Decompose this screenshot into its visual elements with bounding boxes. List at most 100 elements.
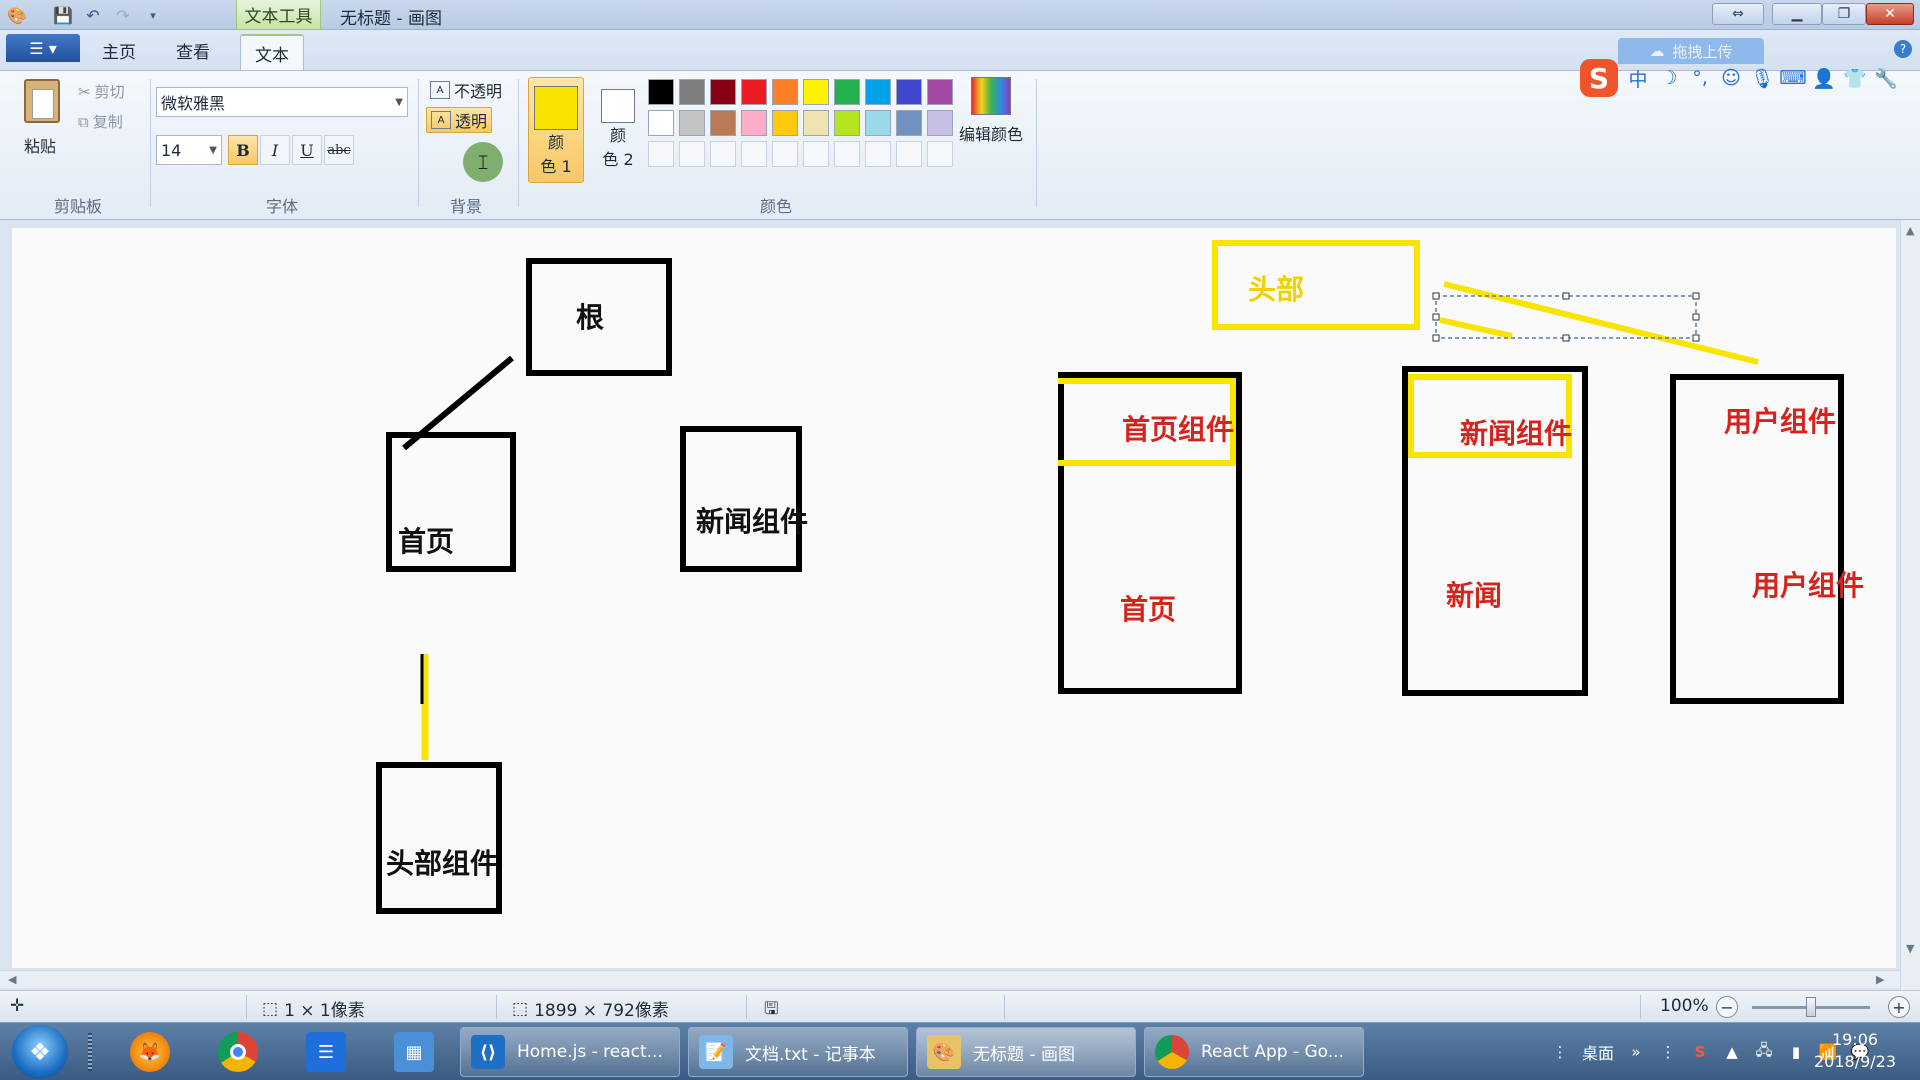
- task-notepad[interactable]: 📝 文档.txt - 记事本: [688, 1027, 908, 1077]
- palette-swatch[interactable]: [648, 110, 674, 136]
- palette-swatch[interactable]: [865, 79, 891, 105]
- color-2-button[interactable]: 颜 色 2: [590, 77, 646, 183]
- paint-app-icon[interactable]: 🎨: [7, 5, 27, 25]
- user-icon[interactable]: 👤: [1812, 67, 1836, 90]
- palette-swatch[interactable]: [803, 79, 829, 105]
- copy-button[interactable]: ⧉ 复制: [78, 111, 123, 132]
- firefox-pin[interactable]: 🦊: [120, 1029, 180, 1075]
- palette-swatch[interactable]: [741, 79, 767, 105]
- palette-swatch[interactable]: [865, 110, 891, 136]
- redo-icon[interactable]: ↷: [116, 5, 130, 25]
- bold-button[interactable]: B: [228, 135, 258, 165]
- network-icon[interactable]: 🖧: [1755, 1040, 1773, 1059]
- shirt-icon[interactable]: 👕: [1843, 67, 1867, 90]
- palette-swatch[interactable]: [896, 110, 922, 136]
- horizontal-scrollbar[interactable]: ◀ ▶: [0, 970, 1900, 988]
- chevron-right-icon[interactable]: »: [1631, 1043, 1641, 1061]
- tab-home[interactable]: 主页: [102, 42, 136, 63]
- desktop-toolbar-label[interactable]: 桌面: [1582, 1044, 1615, 1063]
- drawing-canvas[interactable]: 根 首页 新闻组件 头部组件 头部 首页组件 首页 新闻组件 新闻 用户组件 用…: [12, 228, 1896, 968]
- explorer-pin[interactable]: ▦: [384, 1029, 444, 1075]
- palette-swatch[interactable]: [772, 79, 798, 105]
- punctuation-icon[interactable]: °,: [1692, 67, 1708, 89]
- custom-color-slot[interactable]: [648, 141, 674, 167]
- palette-swatch[interactable]: [834, 79, 860, 105]
- scroll-down-icon[interactable]: ▼: [1906, 942, 1915, 955]
- minimize-button[interactable]: ▁: [1772, 3, 1822, 25]
- edit-colors-button[interactable]: 编辑颜色: [954, 77, 1028, 145]
- custom-color-slot[interactable]: [710, 141, 736, 167]
- palette-swatch[interactable]: [896, 79, 922, 105]
- start-button[interactable]: ❖: [12, 1025, 68, 1079]
- palette-swatch[interactable]: [927, 79, 953, 105]
- scroll-left-icon[interactable]: ◀: [8, 973, 17, 986]
- wifi-icon[interactable]: 📶: [1818, 1043, 1838, 1061]
- paint-menu-button[interactable]: ☰ ▾: [6, 34, 80, 62]
- maximize-button[interactable]: ❐: [1822, 3, 1866, 25]
- tab-view[interactable]: 查看: [176, 42, 210, 63]
- scroll-up-icon[interactable]: ▲: [1906, 224, 1915, 237]
- close-button[interactable]: ✕: [1866, 3, 1914, 25]
- underline-button[interactable]: U: [292, 135, 322, 165]
- cut-button[interactable]: ✂ 剪切: [78, 81, 125, 102]
- moon-icon[interactable]: ☽: [1660, 67, 1678, 89]
- restore-layout-button[interactable]: ⇔: [1712, 3, 1764, 25]
- palette-swatch[interactable]: [710, 110, 736, 136]
- clock[interactable]: 19:06 2018/9/23: [1800, 1029, 1910, 1073]
- custom-color-slot[interactable]: [927, 141, 953, 167]
- user-component-label: 用户组件: [1724, 405, 1837, 438]
- undo-icon[interactable]: ↶: [86, 5, 100, 25]
- microphone-icon[interactable]: 🎙: [1749, 67, 1775, 90]
- color-2-swatch: [601, 89, 635, 123]
- task-vscode[interactable]: ⟨⟩ Home.js - react...: [460, 1027, 680, 1077]
- custom-color-slot[interactable]: [896, 141, 922, 167]
- sogou-logo-icon[interactable]: S: [1580, 59, 1618, 97]
- strikethrough-button[interactable]: abc: [324, 135, 354, 165]
- task-chrome[interactable]: React App - Go...: [1144, 1027, 1364, 1077]
- palette-swatch[interactable]: [741, 110, 767, 136]
- palette-swatch[interactable]: [648, 79, 674, 105]
- chrome-pin[interactable]: [208, 1029, 268, 1075]
- custom-color-slot[interactable]: [679, 141, 705, 167]
- opaque-button[interactable]: A 不透明: [426, 77, 506, 103]
- battery-icon[interactable]: ▮: [1791, 1043, 1801, 1061]
- help-icon[interactable]: ?: [1894, 40, 1912, 58]
- chinese-mode-icon[interactable]: 中: [1628, 68, 1648, 91]
- custom-color-slot[interactable]: [834, 141, 860, 167]
- palette-swatch[interactable]: [679, 79, 705, 105]
- palette-swatch[interactable]: [710, 79, 736, 105]
- transparent-button[interactable]: A 透明: [426, 107, 493, 133]
- emoji-icon[interactable]: ☺: [1721, 67, 1741, 89]
- color-1-button[interactable]: 颜 色 1: [528, 77, 584, 183]
- wrench-icon[interactable]: 🔧: [1874, 67, 1898, 90]
- chat-icon[interactable]: 💬: [1850, 1043, 1870, 1061]
- custom-color-slot[interactable]: [803, 141, 829, 167]
- zoom-out-icon[interactable]: −: [1716, 996, 1738, 1018]
- palette-swatch[interactable]: [834, 110, 860, 136]
- customize-quick-access-icon[interactable]: ▾: [150, 8, 156, 22]
- paste-button[interactable]: [18, 79, 66, 141]
- zoom-slider-thumb[interactable]: [1806, 997, 1816, 1017]
- app-pin[interactable]: ☰: [296, 1029, 356, 1075]
- task-paint[interactable]: 🎨 无标题 - 画图: [916, 1027, 1136, 1077]
- sogou-tray-icon[interactable]: S: [1694, 1043, 1706, 1061]
- keyboard-icon[interactable]: ⌨: [1779, 67, 1807, 89]
- italic-button[interactable]: I: [260, 135, 290, 165]
- palette-swatch[interactable]: [772, 110, 798, 136]
- drag-upload-button[interactable]: ☁ 拖拽上传: [1618, 38, 1764, 64]
- palette-swatch[interactable]: [927, 110, 953, 136]
- font-size-select[interactable]: 14 ▼: [156, 135, 222, 165]
- custom-color-slot[interactable]: [741, 141, 767, 167]
- font-family-select[interactable]: 微软雅黑 ▼: [156, 87, 408, 117]
- palette-swatch[interactable]: [679, 110, 705, 136]
- scroll-right-icon[interactable]: ▶: [1876, 973, 1885, 986]
- tab-text[interactable]: 文本: [240, 34, 304, 71]
- taskbar: ❖ 🦊 ☰ ▦ ⟨⟩ Home.js - react... 📝 文档.txt -…: [0, 1022, 1920, 1080]
- zoom-in-icon[interactable]: +: [1888, 996, 1910, 1018]
- show-hidden-icons-icon[interactable]: ▲: [1726, 1043, 1738, 1061]
- custom-color-slot[interactable]: [865, 141, 891, 167]
- save-icon[interactable]: 💾: [53, 5, 73, 25]
- palette-swatch[interactable]: [803, 110, 829, 136]
- vertical-scrollbar[interactable]: ▲ ▼: [1900, 220, 1920, 990]
- custom-color-slot[interactable]: [772, 141, 798, 167]
